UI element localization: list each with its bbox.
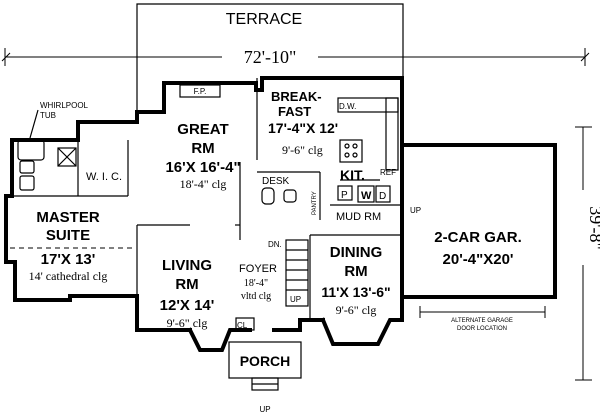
- whirlpool-tub: [17, 139, 45, 161]
- master-suite-ceiling: 14' cathedral clg: [29, 269, 108, 283]
- pantry-p-label: P: [341, 190, 348, 201]
- alt-garage-line-1: ALTERNATE GARAGE: [451, 318, 513, 324]
- overall-width-label: 72'-10": [244, 47, 297, 67]
- great-room: F.P. GREAT RM 16'X 16'-4" 18'-4" clg: [165, 84, 241, 191]
- stair-up-label: UP: [290, 295, 301, 304]
- alt-garage-line-2: DOOR LOCATION: [457, 326, 507, 332]
- powder-toilet: [261, 187, 275, 205]
- dining-rm-ceiling: 9'-6" clg: [336, 303, 377, 317]
- breakfast-name-2: FAST: [278, 104, 311, 119]
- pantry-label: PANTRY: [312, 191, 318, 215]
- dining-rm-name-2: RM: [344, 263, 367, 280]
- dining-room: DINING RM 11'X 13'-6" 9'-6" clg: [321, 244, 390, 317]
- master-suite-size: 17'X 13': [41, 251, 96, 268]
- kitchen-label: KIT.: [340, 167, 365, 183]
- stove: [339, 139, 363, 163]
- fireplace-label: F.P.: [194, 87, 207, 96]
- exterior-walls: [4, 76, 557, 352]
- mud-rm-label: MUD RM: [336, 211, 381, 223]
- dining-rm-size: 11'X 13'-6": [321, 284, 390, 300]
- foyer-label: FOYER: [239, 263, 277, 275]
- washer-label: W: [361, 190, 372, 202]
- interior-walls: [10, 78, 402, 320]
- mud-room: P W D MUD RM UP: [336, 185, 421, 223]
- master-bath: WHIRLPOOL TUB W. I. C.: [17, 101, 122, 191]
- stairs: UP DN.: [268, 239, 309, 307]
- dishwasher-label: D.W.: [339, 102, 356, 111]
- living-rm-name-2: RM: [175, 276, 198, 293]
- overall-depth-label: 39'-8": [586, 206, 600, 250]
- shower: [57, 147, 77, 167]
- foyer: FOYER 18'-4" vltd clg CL: [235, 263, 277, 331]
- breakfast-ceiling: 9'-6" clg: [282, 143, 323, 157]
- living-room: LIVING RM 12'X 14' 9'-6" clg: [160, 257, 215, 330]
- whirlpool-label-2: TUB: [40, 111, 56, 120]
- great-rm-name-2: RM: [191, 140, 214, 157]
- fireplace: [179, 84, 221, 98]
- porch: PORCH UP: [228, 341, 302, 414]
- desk-area: DESK PANTRY: [261, 176, 318, 215]
- master-suite: MASTER SUITE 17'X 13' 14' cathedral clg: [29, 209, 108, 283]
- width-dimension: 72'-10": [1, 47, 590, 67]
- foyer-ceiling-2: vltd clg: [241, 291, 271, 302]
- refrigerator-label: REF: [380, 168, 396, 177]
- living-rm-size: 12'X 14': [160, 297, 215, 314]
- living-rm-ceiling: 9'-6" clg: [167, 316, 208, 330]
- breakfast-size: 17'-4"X 12': [268, 120, 338, 136]
- dryer-label: D: [379, 191, 386, 202]
- great-rm-name-1: GREAT: [177, 121, 228, 138]
- terrace-label: TERRACE: [226, 11, 302, 28]
- dining-rm-name-1: DINING: [330, 244, 383, 261]
- desk-label: DESK: [262, 176, 290, 187]
- mud-up-label: UP: [410, 206, 421, 215]
- foyer-ceiling-1: 18'-4": [244, 278, 268, 289]
- breakfast-kitchen: BREAK- FAST 17'-4"X 12' 9'-6" clg D.W. K…: [268, 89, 399, 183]
- garage: 2-CAR GAR. 20'-4"X20' ALTERNATE GARAGE D…: [419, 229, 546, 332]
- great-rm-size: 16'X 16'-4": [165, 159, 240, 176]
- living-rm-name-1: LIVING: [162, 257, 212, 274]
- terrace: TERRACE: [136, 3, 404, 110]
- great-rm-ceiling: 18'-4" clg: [180, 177, 227, 191]
- depth-dimension: 39'-8": [575, 126, 600, 381]
- master-suite-name-2: SUITE: [46, 227, 90, 244]
- garage-size: 20'-4"X20': [443, 251, 514, 268]
- wic-label: W. I. C.: [86, 171, 122, 183]
- master-suite-name-1: MASTER: [36, 209, 100, 226]
- closet-label: CL: [237, 321, 248, 330]
- stair-dn-label: DN.: [268, 240, 282, 249]
- whirlpool-label-1: WHIRLPOOL: [40, 101, 89, 110]
- porch-up-label: UP: [259, 405, 270, 414]
- garage-label: 2-CAR GAR.: [434, 229, 522, 246]
- porch-label: PORCH: [240, 353, 291, 369]
- breakfast-name-1: BREAK-: [271, 89, 322, 104]
